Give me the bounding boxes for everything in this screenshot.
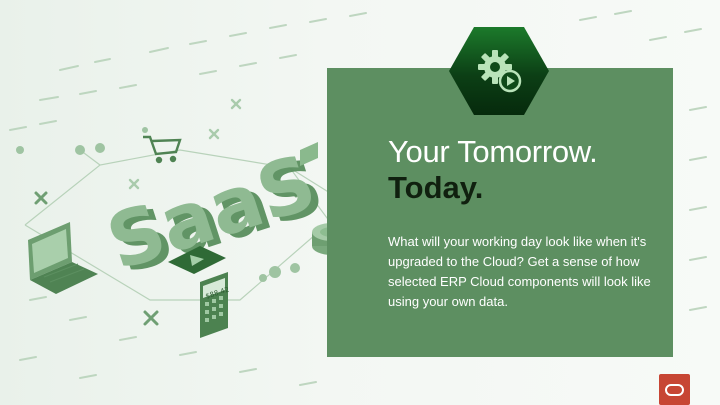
content-panel xyxy=(327,68,673,357)
oracle-logo-icon[interactable] xyxy=(659,374,690,405)
description-text: What will your working day look like whe… xyxy=(388,234,651,309)
gear-play-icon xyxy=(478,50,522,93)
headline-line-1: Your Tomorrow. xyxy=(388,134,598,169)
headline-line-2: Today. xyxy=(388,170,484,205)
